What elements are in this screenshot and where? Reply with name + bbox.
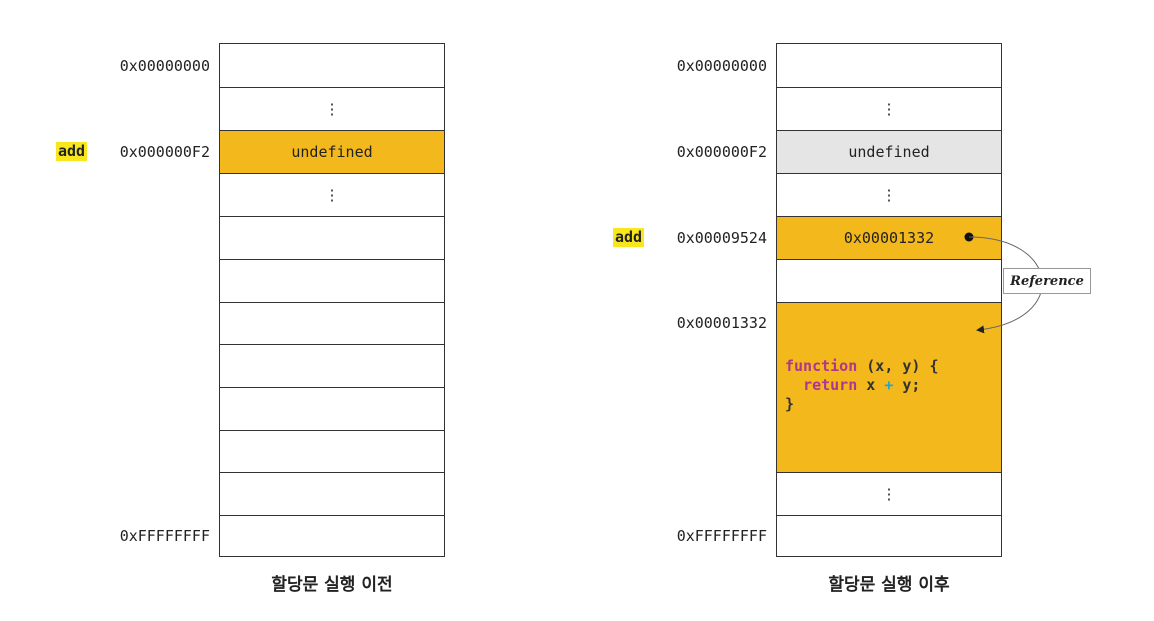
memory-cell-old-undefined: undefined [777,130,1001,173]
memory-cell [777,259,1001,302]
memory-cell-function-object: function (x, y) { return x + y; } [777,302,1001,472]
caption-after: 할당문 실행 이후 [828,575,950,595]
memory-cell-add: undefined [220,130,444,173]
address-label: 0x00000000 [119,57,210,75]
memory-cell-ellipsis: ⋮ [220,173,444,216]
caption-before: 할당문 실행 이전 [271,575,393,595]
address-label: 0x00009524 [676,229,767,247]
memory-column-before: ⋮ undefined ⋮ [219,43,445,557]
memory-cell [220,259,444,302]
memory-cell [220,344,444,387]
memory-cell-ellipsis: ⋮ [777,87,1001,130]
memory-cell-ellipsis: ⋮ [220,87,444,130]
memory-cell [220,430,444,472]
address-label: 0xFFFFFFFF [119,527,210,545]
variable-add-tag: add [56,142,88,161]
memory-cell [777,515,1001,557]
variable-add-tag: add [613,228,645,247]
memory-cell [220,387,444,430]
memory-cell [777,44,1001,87]
memory-cell [220,44,444,87]
memory-cell [220,216,444,259]
memory-cell [220,302,444,344]
reference-label: Reference [1003,268,1091,294]
address-label: 0x000000F2 [676,143,767,161]
address-label: 0x000000F2 [119,143,210,161]
memory-cell-ellipsis: ⋮ [777,472,1001,515]
memory-cell [220,515,444,557]
address-label: 0x00000000 [676,57,767,75]
memory-cell-ellipsis: ⋮ [777,173,1001,216]
address-label: 0x00001332 [676,314,767,332]
address-label: 0xFFFFFFFF [676,527,767,545]
memory-cell-add-reference: 0x00001332 [777,216,1001,259]
function-code: function (x, y) { return x + y; } [785,357,939,413]
memory-column-after: ⋮ undefined ⋮ 0x00001332 function (x, y)… [776,43,1002,557]
memory-cell [220,472,444,515]
